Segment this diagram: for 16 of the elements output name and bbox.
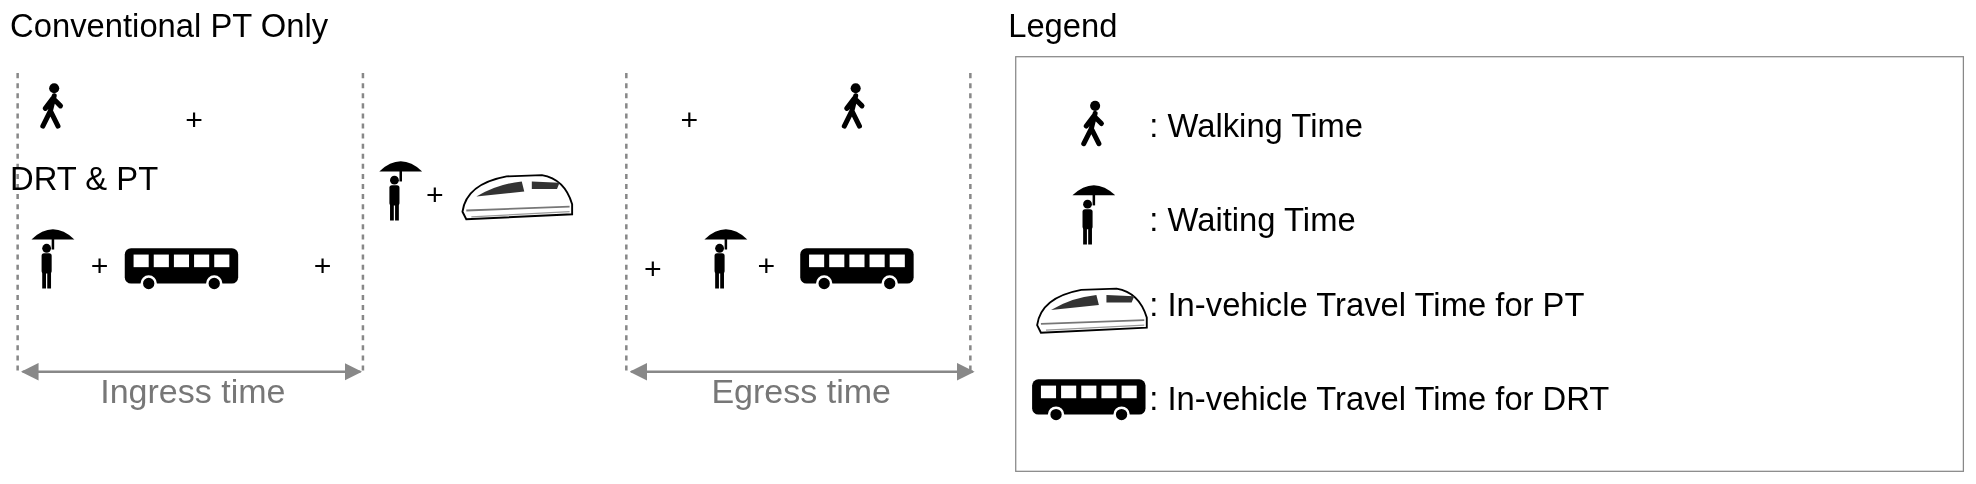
plus-sign: + [425,178,444,213]
dimension-label: Ingress time [100,374,286,412]
plus-sign: + [643,252,662,286]
plus-sign: + [680,103,699,137]
section-heading: Conventional PT Only [10,7,329,44]
legend-text: : In-vehicle Travel Time for DRT [1149,380,1610,417]
legend-text: : In-vehicle Travel Time for PT [1149,287,1585,324]
plus-sign: + [185,103,203,137]
legend-heading: Legend [1008,7,1118,44]
legend-text: : Walking Time [1149,108,1363,145]
section-heading: DRT & PT [10,161,159,198]
plus-sign: + [90,249,109,283]
plus-sign: + [757,249,776,283]
dimension-label: Egress time [711,374,891,412]
legend-text: : Waiting Time [1149,201,1356,238]
plus-sign: + [313,249,332,283]
